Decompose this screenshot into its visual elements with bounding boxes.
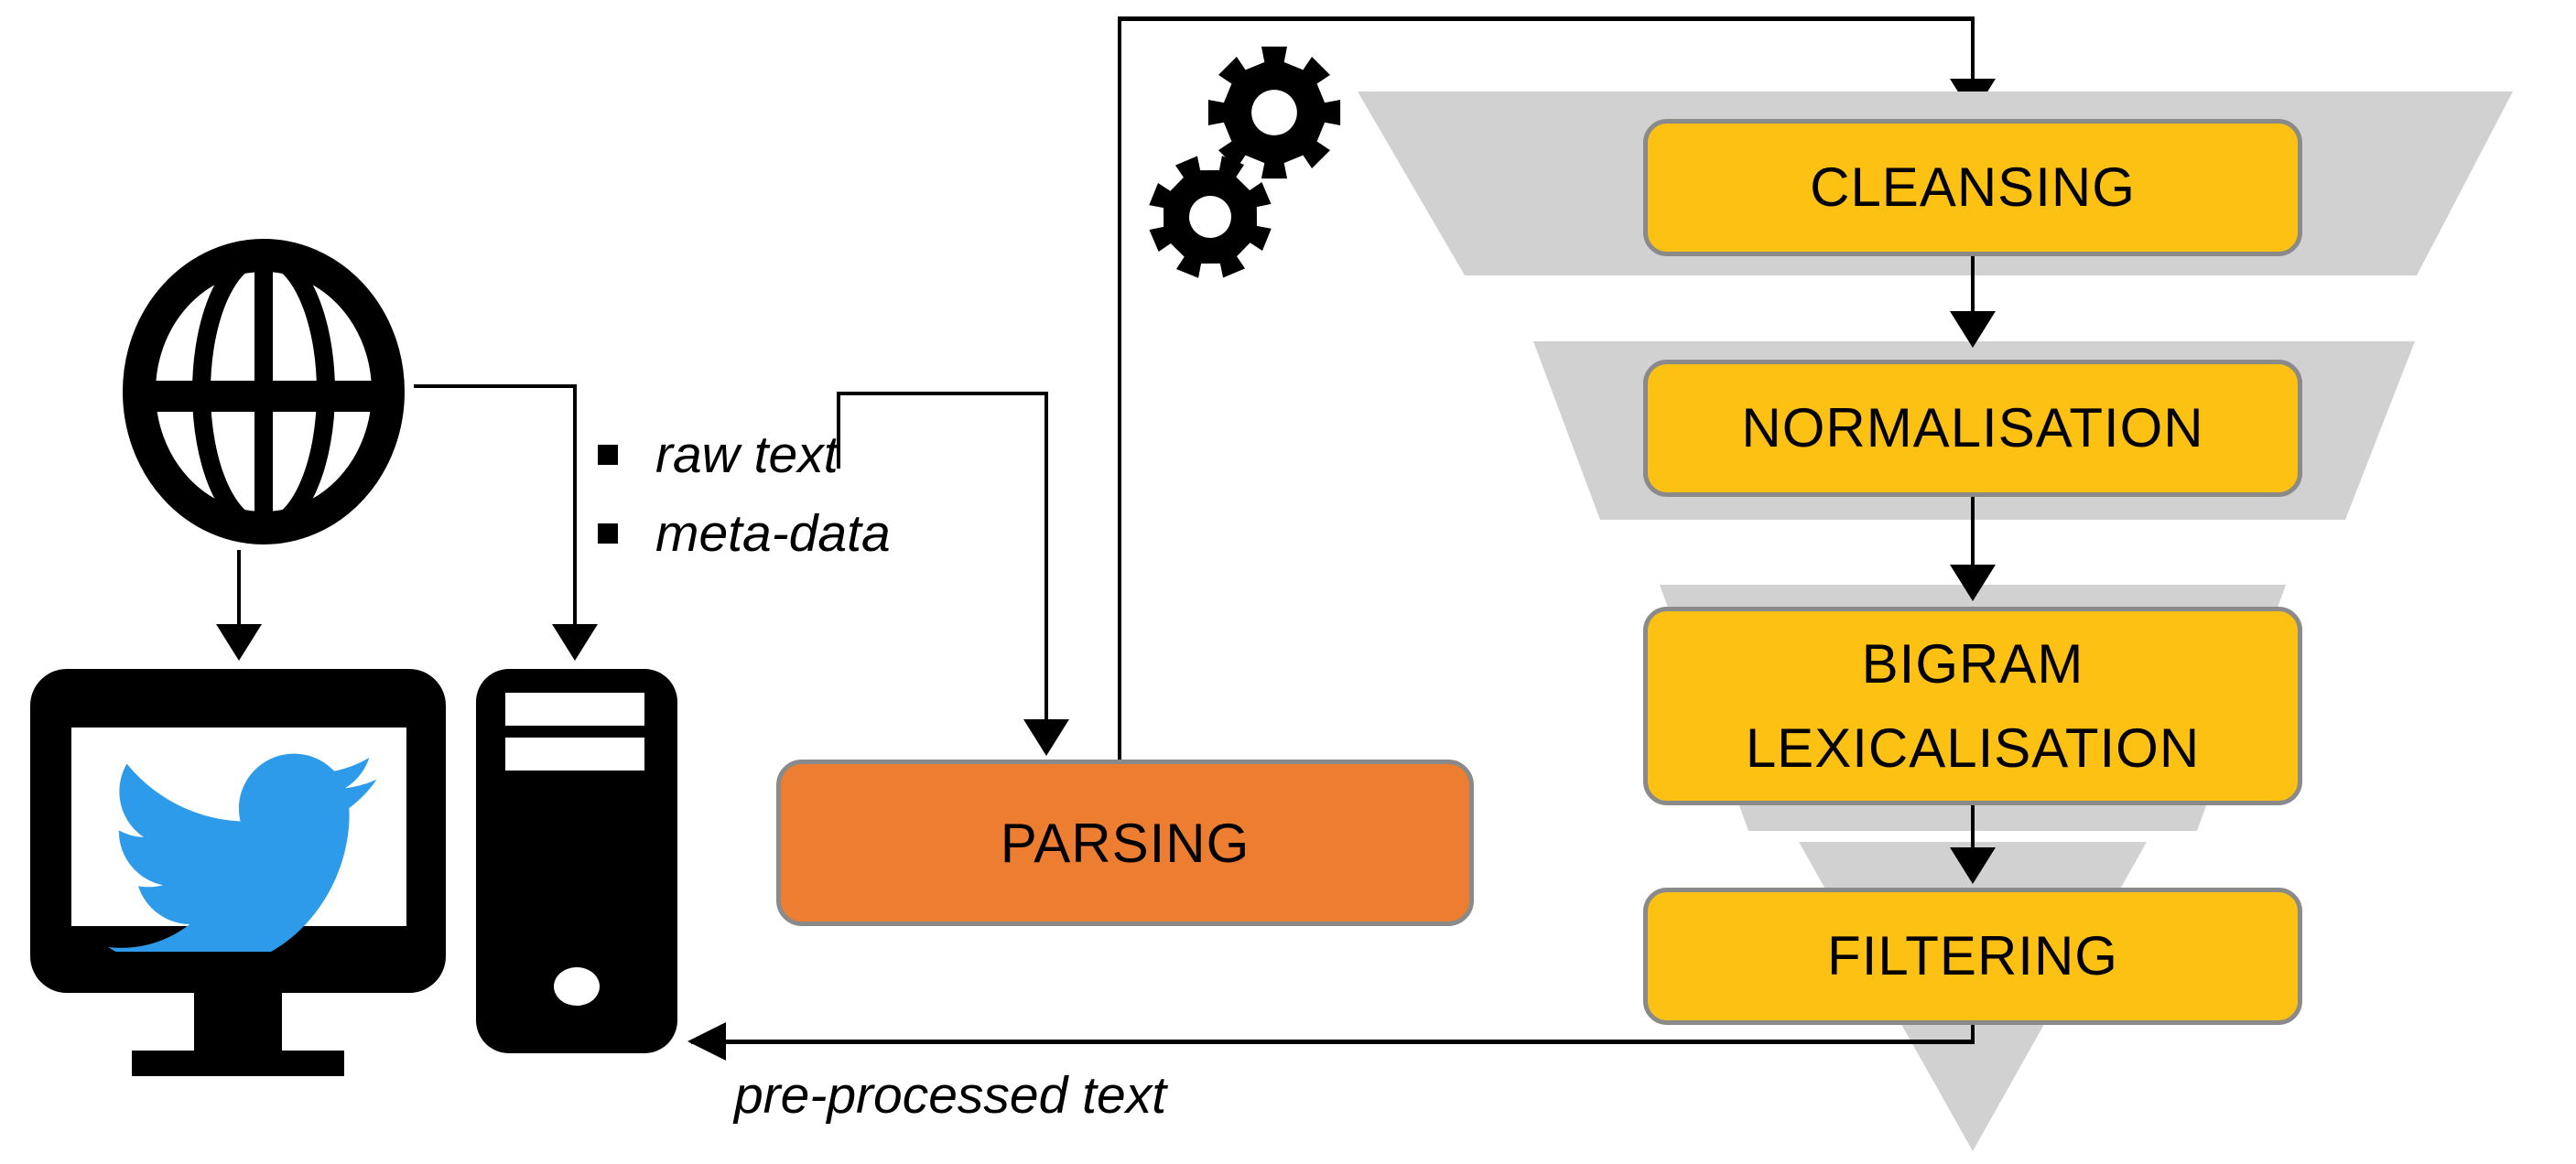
stage-label: NORMALISATION: [1741, 397, 2204, 458]
connector-bigram-filtering: [1971, 805, 1975, 849]
tower-slot: [505, 693, 644, 726]
gear-large: [1207, 46, 1341, 179]
connector-return-horizontal: [691, 1040, 1975, 1044]
arrowhead-into-tower-return: [687, 1022, 726, 1061]
arrowhead-into-bigram: [1950, 565, 1996, 601]
connector-top-horizontal: [1118, 16, 1975, 21]
connector-cleansing-normalisation: [1971, 256, 1975, 313]
bullet-raw-text: raw text: [655, 426, 839, 484]
arrowhead-into-parsing: [1023, 719, 1069, 756]
stage-label: BIGRAM LEXICALISATION: [1745, 632, 2201, 779]
connector-filtering-down: [1971, 1025, 1975, 1041]
connector-bracket-to-parsing: [1044, 392, 1048, 723]
connector-down-to-tower: [573, 384, 577, 626]
connector-globe-right: [414, 384, 577, 388]
bullet-square-icon: [598, 445, 618, 465]
arrowhead-into-monitor: [216, 624, 262, 661]
monitor-base: [132, 1051, 344, 1076]
parsing-label: PARSING: [1000, 812, 1250, 874]
stage-label: FILTERING: [1827, 925, 2118, 986]
arrowhead-into-filtering: [1950, 847, 1996, 884]
tower-power-button: [554, 967, 600, 1006]
bullet-meta-data: meta-data: [655, 504, 891, 563]
gear-small: [1149, 156, 1272, 278]
twitter-bird-icon: [108, 753, 377, 952]
globe-icon: [123, 239, 405, 544]
stage-box-filtering: FILTERING: [1643, 888, 2302, 1025]
connector-parsing-up: [1118, 16, 1121, 760]
connector-bracket-left-tick: [837, 392, 840, 469]
arrowhead-into-tower: [552, 624, 598, 661]
stage-label: CLEANSING: [1810, 156, 2136, 218]
parsing-box: PARSING: [776, 760, 1474, 926]
stage-box-cleansing: CLEANSING: [1643, 119, 2302, 256]
connector-globe-to-monitor: [237, 550, 241, 627]
stage-box-bigram-lexicalisation: BIGRAM LEXICALISATION: [1643, 607, 2302, 805]
tower-slot: [505, 738, 644, 771]
stage-box-normalisation: NORMALISATION: [1643, 360, 2302, 497]
connector-bracket-top: [837, 392, 1048, 395]
arrowhead-into-normalisation: [1950, 311, 1996, 348]
monitor-stand: [194, 993, 282, 1053]
connector-normalisation-bigram: [1971, 497, 1975, 566]
output-label: pre-processed text: [733, 1066, 1167, 1125]
connector-down-to-cleansing: [1971, 16, 1975, 81]
bullet-square-icon: [598, 523, 618, 544]
